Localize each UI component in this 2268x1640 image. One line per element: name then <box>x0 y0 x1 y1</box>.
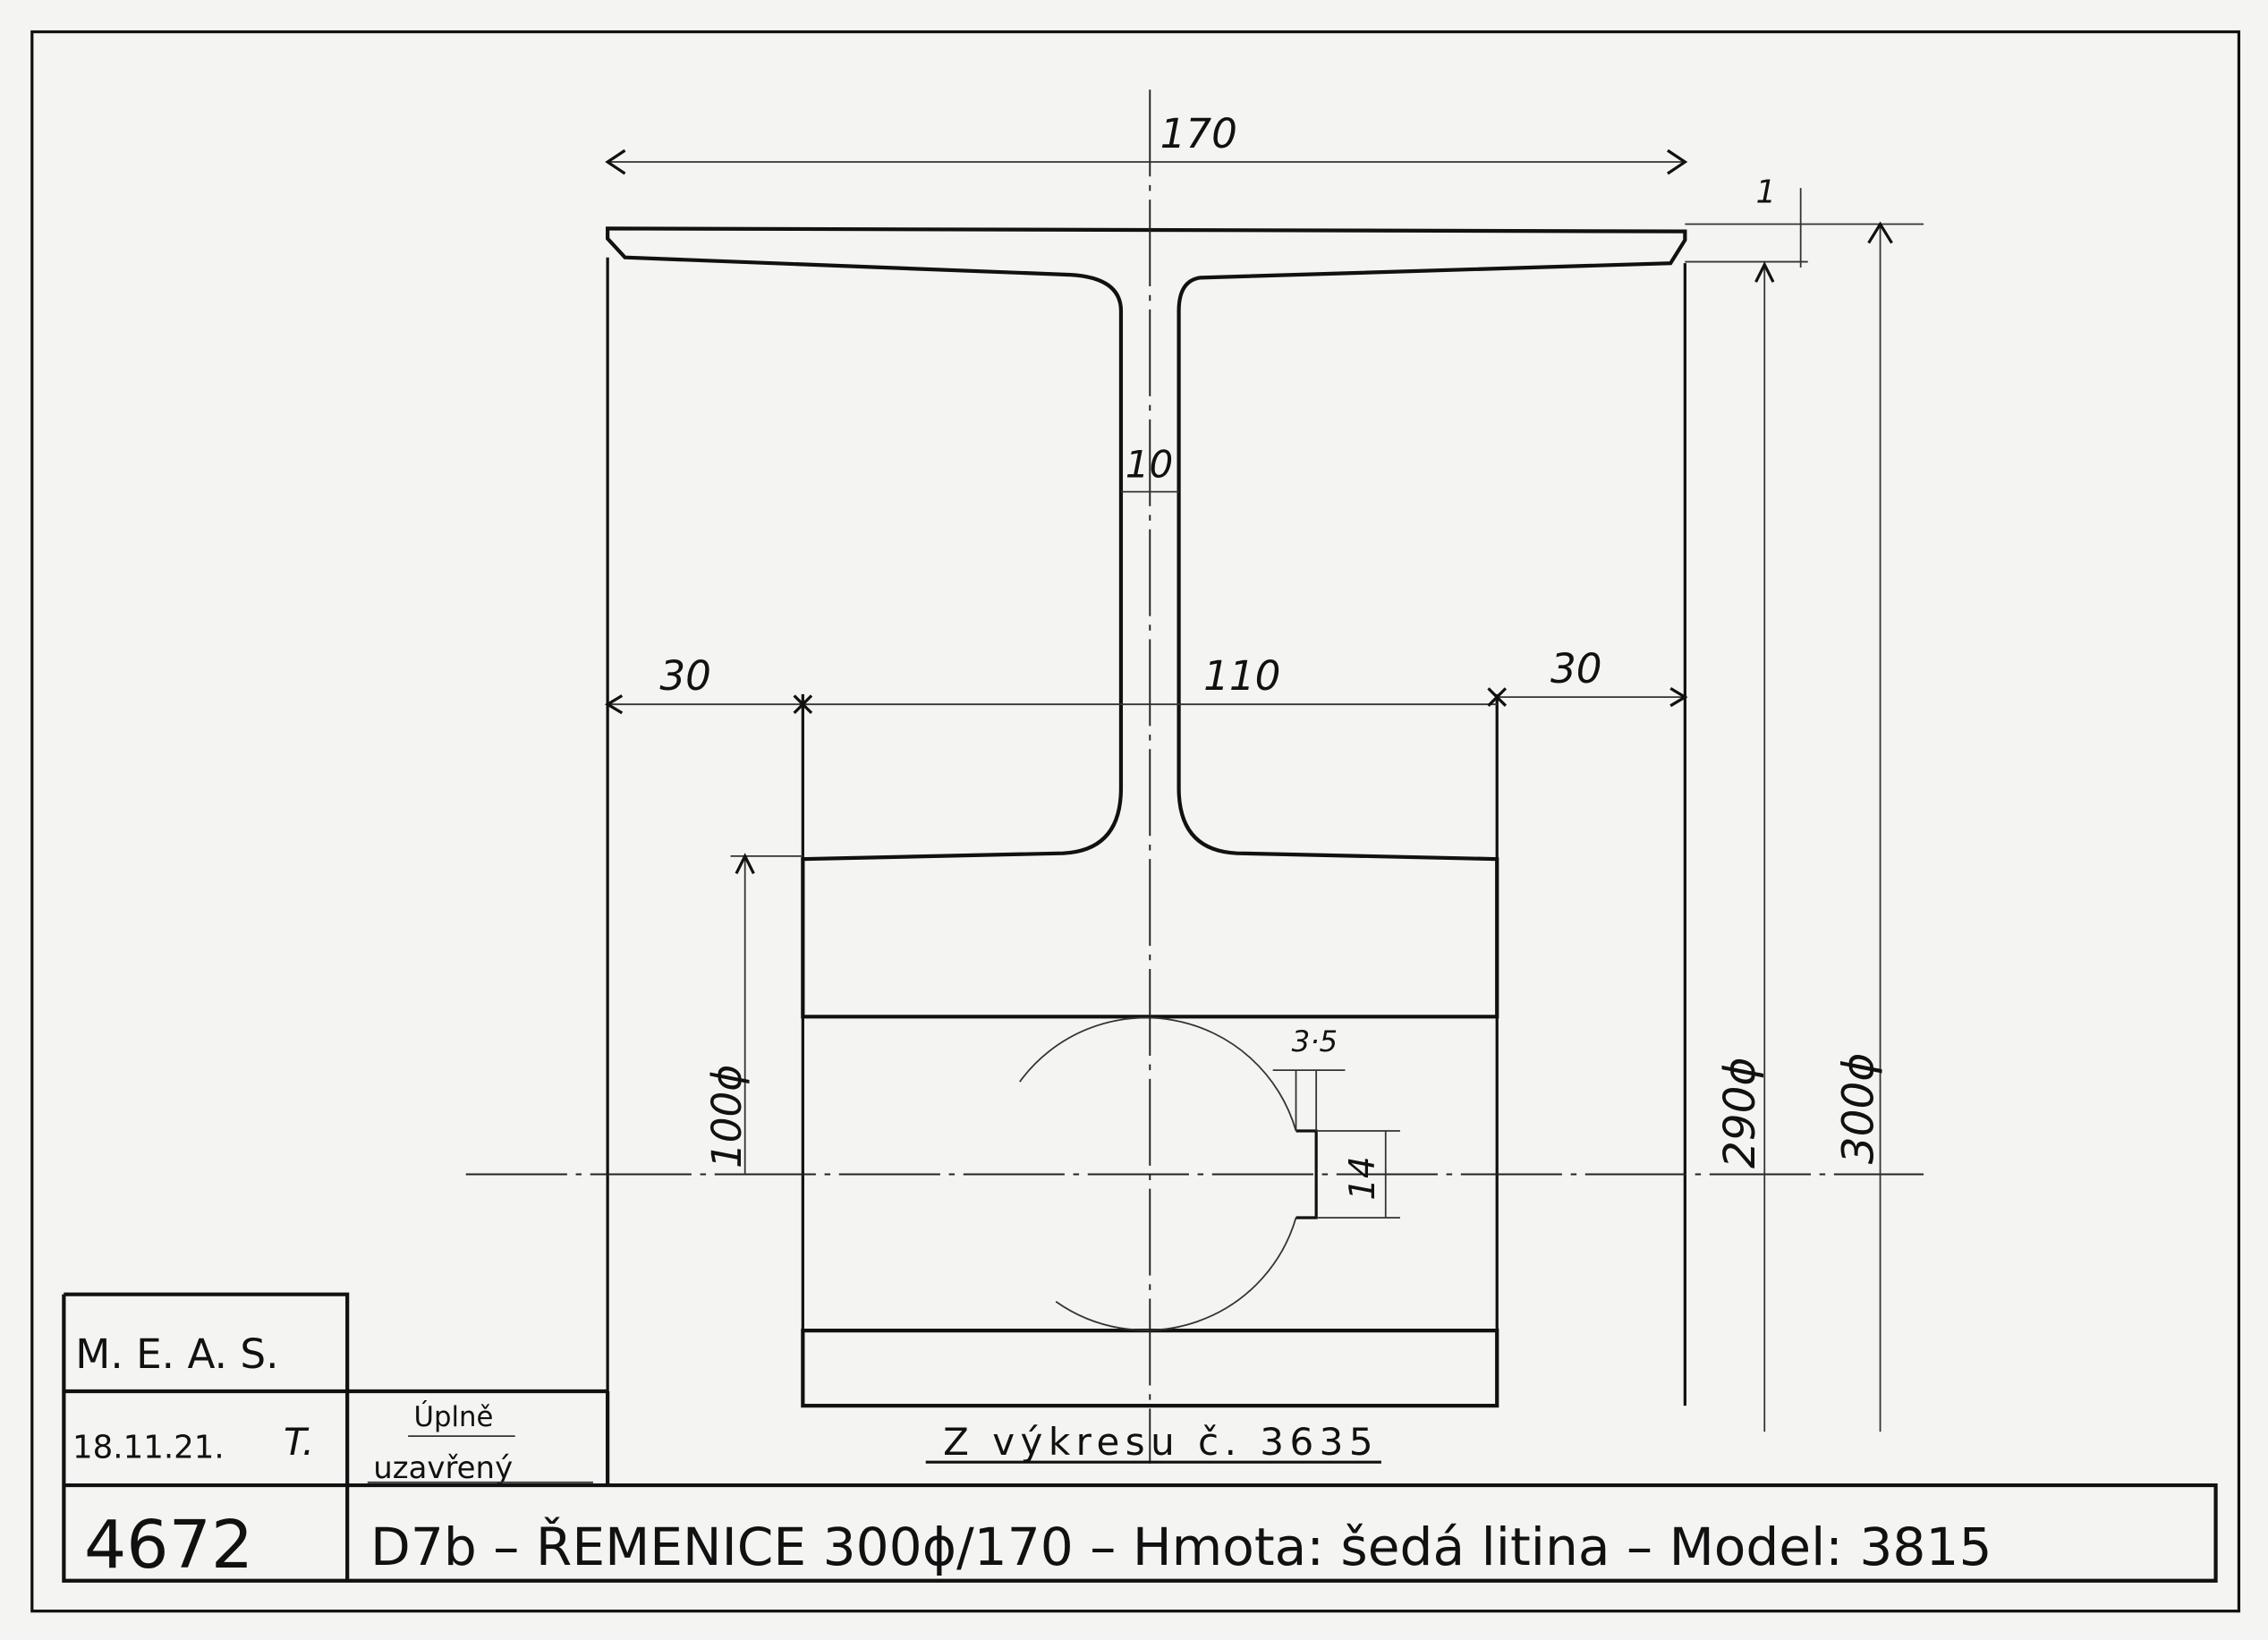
dim-300-label: 300ϕ <box>1833 1053 1883 1165</box>
sheet-border <box>30 30 2241 1613</box>
status-line-1: Úplně <box>414 1400 494 1433</box>
rim-web-section <box>606 226 1687 1019</box>
dim-rim-thickness: 1 <box>1685 174 1924 268</box>
dim-1-label: 1 <box>1756 174 1777 210</box>
dim-row-30-110-30: 30 110 30 <box>604 645 1688 715</box>
dim-left-30-label: 30 <box>659 652 711 700</box>
drawing-number: 4672 <box>84 1506 253 1584</box>
dim-170-label: 170 <box>1160 110 1237 157</box>
dim-290-label: 290ϕ <box>1715 1058 1765 1169</box>
title-block: M. E. A. S. 18.11.21. T. Úplně uzavřený … <box>62 1292 2218 1584</box>
dim-170: 170 <box>605 110 1688 175</box>
dim-300-dia: 300ϕ <box>1833 221 1893 1432</box>
bore-circle <box>1019 1016 1297 1331</box>
source-drawing-note: Z výkresu č. 3635 <box>943 1420 1379 1464</box>
company-name: M. E. A. S. <box>75 1330 278 1378</box>
drawing-description: D7b – ŘEMENICE 300ϕ/170 – Hmota: šedá li… <box>370 1517 1992 1577</box>
dim-right-30-label: 30 <box>1550 645 1602 693</box>
dim-10-label: 10 <box>1126 442 1173 486</box>
dim-290-dia: 290ϕ <box>1715 261 1775 1432</box>
keyway <box>1295 1129 1318 1219</box>
status-line-2: uzavřený <box>373 1450 513 1486</box>
drafter-initials: T. <box>284 1420 314 1464</box>
dim-keyway: 3·5 14 <box>1272 1024 1400 1219</box>
drawing-date: 18.11.21. <box>72 1429 225 1466</box>
dim-3-5-label: 3·5 <box>1292 1024 1338 1058</box>
dim-100-dia: 100ϕ <box>703 853 803 1175</box>
dim-110-label: 110 <box>1203 652 1280 700</box>
dim-100-label: 100ϕ <box>703 1065 751 1168</box>
dim-10: 10 <box>1120 442 1179 493</box>
dim-14-label: 14 <box>1343 1156 1383 1200</box>
